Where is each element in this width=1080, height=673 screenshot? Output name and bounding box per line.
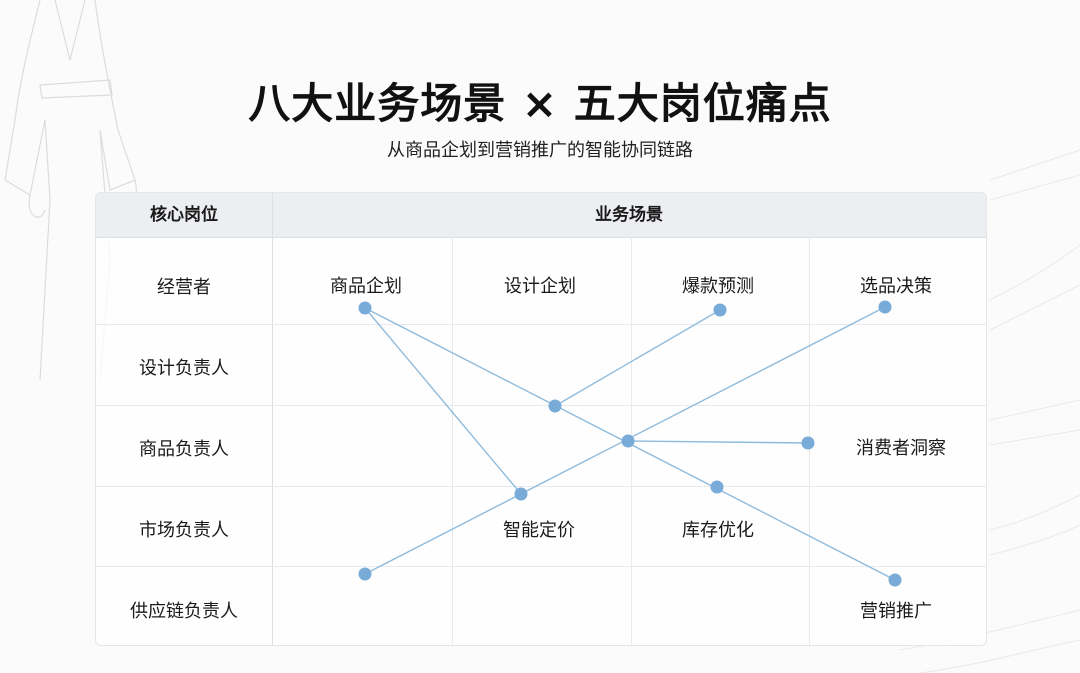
grid-line [452, 237, 453, 645]
grid-line [96, 324, 986, 325]
scene-label-marketing-promotion: 营销推广 [860, 601, 932, 622]
node-consumer-insight [801, 436, 815, 450]
role-label-supply-chain-lead: 供应链负责人 [130, 601, 238, 622]
page-title: 八大业务场景 × 五大岗位痛点 [248, 79, 832, 128]
node-junction-center [621, 434, 635, 448]
node-inventory-optimization [710, 480, 724, 494]
table-header-row: 核心岗位 业务场景 [96, 193, 986, 238]
link-center-to-consumer-insight [627, 440, 809, 444]
scene-label-inventory-optimization: 库存优化 [682, 520, 754, 541]
node-hit-forecast [713, 303, 727, 317]
role-label-product-lead: 商品负责人 [139, 439, 229, 460]
node-marketing-promotion [888, 573, 902, 587]
grid-line [96, 486, 986, 487]
role-label-marketing-lead: 市场负责人 [139, 520, 229, 541]
grid-line [96, 405, 986, 406]
scene-label-hit-forecast: 爆款预测 [682, 276, 754, 297]
node-junction-upper [548, 399, 562, 413]
matrix-table: 核心岗位 业务场景 经营者 设计负责人 商品负责人 市场负责人 供应链负责人 [95, 192, 987, 646]
page-subtitle: 从商品企划到营销推广的智能协同链路 [387, 140, 693, 161]
scene-label-consumer-insight: 消费者洞察 [856, 438, 946, 459]
grid-line [96, 566, 986, 567]
role-label-design-lead: 设计负责人 [139, 358, 229, 379]
link-hit-forecast-to-center [554, 309, 721, 407]
scene-label-selection-decision: 选品决策 [860, 276, 932, 297]
scene-label-design-planning: 设计企划 [504, 276, 576, 297]
link-product-planning-to-pricing [364, 307, 522, 495]
scene-label-product-planning: 商品企划 [330, 276, 402, 297]
scene-column-header: 业务场景 [595, 205, 663, 225]
node-supply-chain [358, 567, 372, 581]
scene-label-smart-pricing: 智能定价 [503, 520, 575, 541]
role-column-header: 核心岗位 [96, 193, 273, 237]
node-smart-pricing [514, 487, 528, 501]
node-product-planning [358, 301, 372, 315]
role-label-owner: 经营者 [157, 277, 211, 298]
grid-line [272, 237, 273, 645]
node-selection-decision [878, 300, 892, 314]
